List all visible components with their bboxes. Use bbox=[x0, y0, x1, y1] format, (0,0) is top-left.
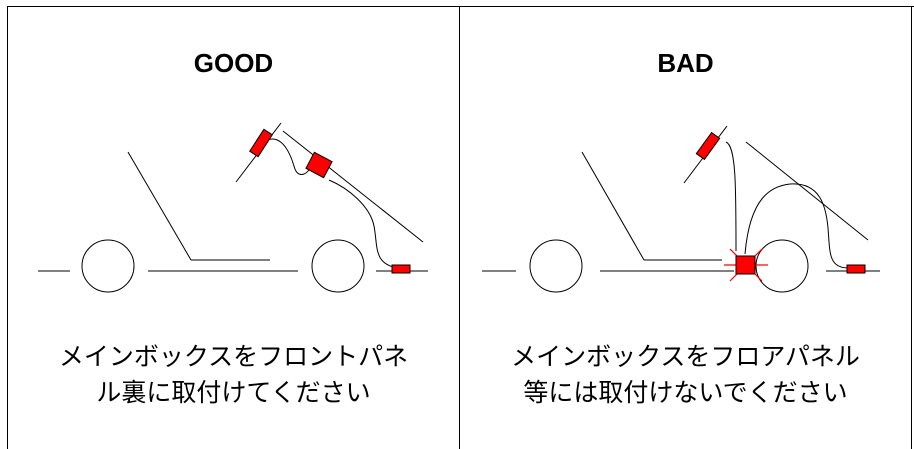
rear-wheel bbox=[529, 239, 583, 293]
steering-unit bbox=[695, 131, 721, 161]
main-box-floor-panel bbox=[735, 255, 756, 275]
table-divider bbox=[459, 6, 460, 449]
good-mounting-diagram bbox=[38, 122, 428, 293]
bad-mounting-diagram bbox=[482, 125, 880, 293]
front-wheel bbox=[311, 239, 365, 293]
bad-caption: メインボックスをフロアパネル 等には取付けないでください bbox=[460, 339, 911, 411]
good-panel: GOOD bbox=[8, 6, 459, 449]
steering-unit bbox=[249, 128, 273, 158]
wiring-harness bbox=[328, 179, 399, 269]
front-panel bbox=[282, 130, 424, 243]
table-border-top bbox=[7, 6, 914, 7]
seat-back bbox=[127, 151, 192, 261]
main-box-front-panel bbox=[305, 151, 333, 179]
good-caption-line-2: ル裏に取付けてください bbox=[96, 378, 371, 407]
bad-caption-line-2: 等には取付けないでください bbox=[523, 378, 848, 407]
bad-panel: BAD bbox=[460, 6, 911, 449]
front-sensor bbox=[846, 264, 866, 274]
table-border-right bbox=[911, 6, 912, 449]
wiring-harness bbox=[266, 138, 311, 175]
bad-caption-line-1: メインボックスをフロアパネル bbox=[511, 342, 860, 371]
seat-back bbox=[581, 151, 645, 261]
front-wheel bbox=[755, 239, 809, 293]
wiring-harness bbox=[725, 141, 737, 252]
table-border-left bbox=[7, 6, 8, 449]
rear-wheel bbox=[81, 239, 135, 293]
bad-title: BAD bbox=[657, 48, 714, 78]
wiring-harness bbox=[744, 183, 849, 269]
front-panel bbox=[745, 141, 869, 241]
good-caption: メインボックスをフロントパネ ル裏に取付けてください bbox=[8, 339, 459, 411]
good-title: GOOD bbox=[193, 48, 274, 78]
front-sensor bbox=[391, 264, 411, 274]
good-caption-line-1: メインボックスをフロントパネ bbox=[58, 342, 409, 371]
